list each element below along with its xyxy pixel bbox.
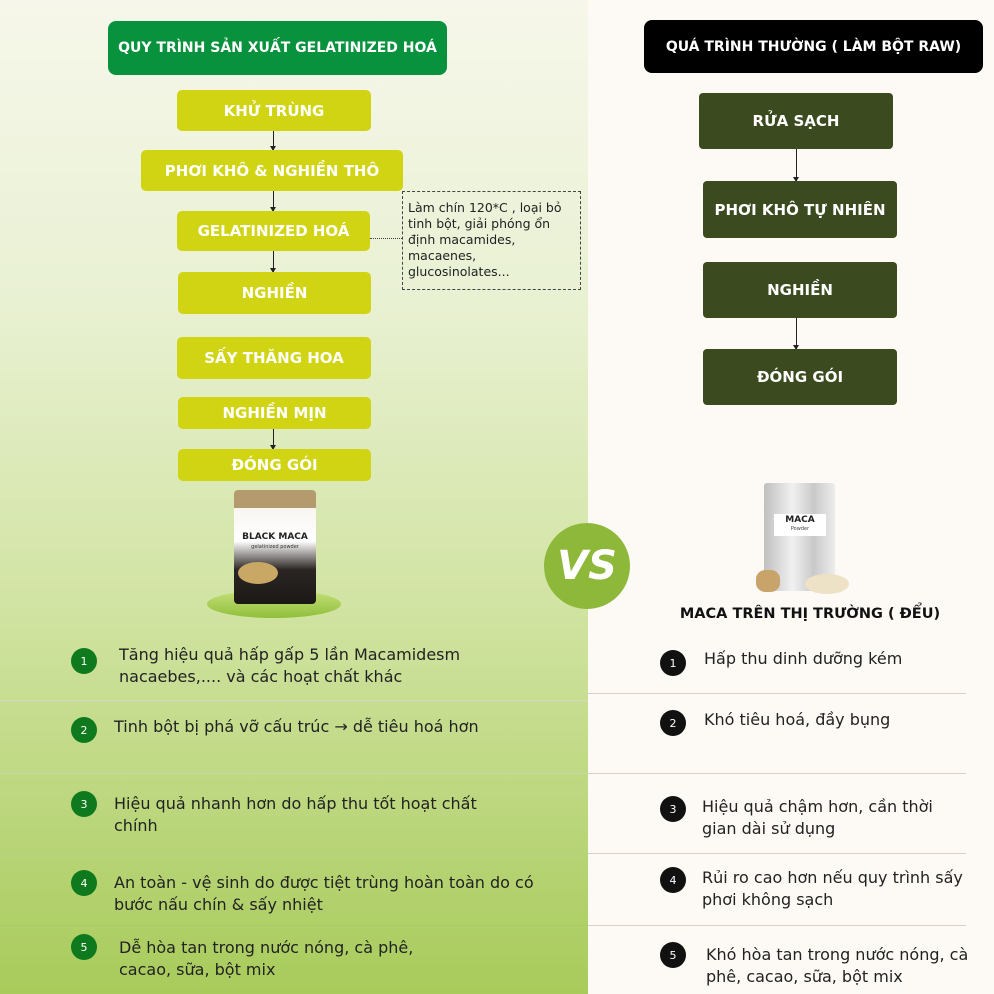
note-connector	[370, 238, 402, 239]
step-grind: NGHIỀN	[178, 272, 371, 314]
drawback-text: Rủi ro cao hơn nếu quy trình sấy phơi kh…	[702, 868, 963, 909]
drawback-text: Hấp thu dinh dưỡng kém	[704, 649, 903, 668]
drawback-text: Khó tiêu hoá, đầy bụng	[704, 710, 891, 729]
step-dry-grind: PHƠI KHÔ & NGHIỀN THÔ	[141, 150, 403, 191]
raw-caption: MACA TRÊN THỊ TRƯỜNG ( ĐỂU)	[679, 606, 941, 622]
drawback-number: 1	[660, 650, 686, 676]
arrow	[793, 149, 799, 182]
step-wash: RỬA SẠCH	[699, 93, 893, 149]
step-sterilize: KHỬ TRÙNG	[177, 90, 371, 131]
vs-badge: VS	[544, 523, 630, 609]
benefit-text: Hiệu quả nhanh hơn do hấp thu tốt hoạt c…	[114, 794, 477, 835]
black-maca-pouch: BLACK MACA gelatinized powder	[234, 490, 316, 604]
benefit-text: An toàn - vệ sinh do được tiệt trùng hoà…	[114, 873, 534, 914]
gelatinize-note: Làm chín 120*C , loại bỏ tinh bột, giải …	[402, 191, 581, 290]
benefit-text: Dễ hòa tan trong nước nóng, cà phê, caca…	[119, 938, 414, 979]
step-package-raw: ĐÓNG GÓI	[703, 349, 897, 405]
drawback-text: Hiệu quả chậm hơn, cần thời gian dài sử …	[702, 797, 933, 838]
product-sub: gelatinized powder	[251, 544, 299, 550]
step-sun-dry: PHƠI KHÔ TỰ NHIÊN	[703, 181, 897, 238]
drawback-number: 4	[660, 867, 686, 893]
arrow	[270, 429, 276, 450]
benefit-number: 5	[71, 934, 97, 960]
drawback-number: 3	[660, 796, 686, 822]
benefit-text: Tinh bột bị phá vỡ cấu trúc → dễ tiêu ho…	[114, 717, 479, 736]
step-gelatinize: GELATINIZED HOÁ	[177, 211, 370, 251]
step-fine-grind: NGHIỀN MỊN	[178, 397, 371, 429]
gelatinized-title: QUY TRÌNH SẢN XUẤT GELATINIZED HOÁ	[108, 21, 447, 75]
step-grind-raw: NGHIỀN	[703, 262, 897, 318]
product-name: MACA	[785, 515, 815, 525]
benefit-number: 3	[71, 791, 97, 817]
step-package: ĐÓNG GÓI	[178, 449, 371, 481]
product-sub: Powder	[790, 526, 810, 532]
drawback-number: 2	[660, 710, 686, 736]
arrow	[270, 191, 276, 212]
arrow	[270, 131, 276, 151]
maca-root	[756, 570, 780, 592]
product-name: BLACK MACA	[242, 532, 308, 542]
raw-title: QUÁ TRÌNH THƯỜNG ( LÀM BỘT RAW)	[644, 20, 983, 73]
benefit-number: 2	[71, 717, 97, 743]
powder-dish	[805, 574, 849, 594]
benefit-number: 1	[71, 648, 97, 674]
drawback-number: 5	[660, 942, 686, 968]
arrow	[270, 251, 276, 273]
arrow	[793, 318, 799, 350]
benefit-number: 4	[71, 870, 97, 896]
benefit-text: Tăng hiệu quả hấp gấp 5 lần Macamidesm n…	[119, 645, 461, 686]
step-freeze-dry: SẤY THĂNG HOA	[177, 337, 371, 379]
drawback-text: Khó hòa tan trong nước nóng, cà phê, cac…	[706, 945, 969, 986]
